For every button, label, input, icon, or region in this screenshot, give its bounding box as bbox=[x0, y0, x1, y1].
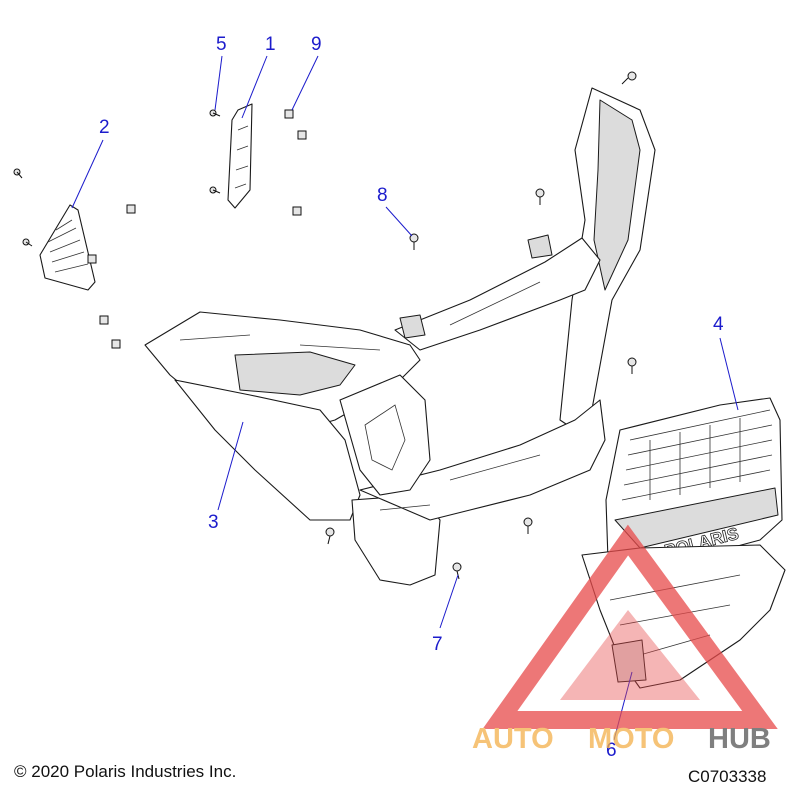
screw bbox=[535, 188, 545, 205]
copyright-notice: © 2020 Polaris Industries Inc. bbox=[14, 762, 237, 781]
front-fascia-frame bbox=[144, 87, 656, 586]
clip-nut bbox=[297, 130, 307, 140]
callout-6: 6 bbox=[606, 740, 617, 761]
screw bbox=[627, 357, 637, 374]
automotohub-watermark: AUTO MOTO HUB bbox=[472, 524, 778, 755]
callout-2: 2 bbox=[99, 117, 110, 138]
clip-nut bbox=[87, 254, 97, 264]
screw bbox=[325, 527, 335, 545]
clip-nut bbox=[292, 206, 302, 216]
screw bbox=[523, 517, 533, 534]
screw bbox=[409, 233, 419, 250]
clip-nut bbox=[126, 204, 136, 214]
fastener-hardware bbox=[13, 71, 637, 580]
screw bbox=[13, 168, 23, 179]
callout-8: 8 bbox=[377, 185, 388, 206]
part-code: C0703338 bbox=[688, 767, 767, 786]
screw bbox=[209, 186, 221, 194]
clip-nut bbox=[284, 109, 294, 119]
callout-5: 5 bbox=[216, 34, 227, 55]
watermark-auto: AUTO bbox=[472, 723, 554, 755]
clip-nut bbox=[99, 315, 109, 325]
callout-1: 1 bbox=[265, 34, 276, 55]
left-side-grille bbox=[39, 204, 96, 291]
callout-4: 4 bbox=[713, 314, 724, 335]
watermark-hub: HUB bbox=[708, 723, 771, 755]
watermark-triangle bbox=[482, 524, 778, 729]
callout-9: 9 bbox=[311, 34, 322, 55]
screw bbox=[22, 238, 33, 247]
callout-3: 3 bbox=[208, 512, 219, 533]
bracket-strip bbox=[227, 103, 253, 209]
clip-nut bbox=[111, 339, 121, 349]
screw bbox=[621, 71, 637, 85]
callout-7: 7 bbox=[432, 634, 443, 655]
callout-leaders bbox=[71, 55, 739, 741]
screw bbox=[209, 109, 221, 117]
callout-labels: 1 2 3 4 5 6 7 8 9 bbox=[99, 34, 724, 761]
watermark-moto: MOTO bbox=[588, 723, 674, 755]
